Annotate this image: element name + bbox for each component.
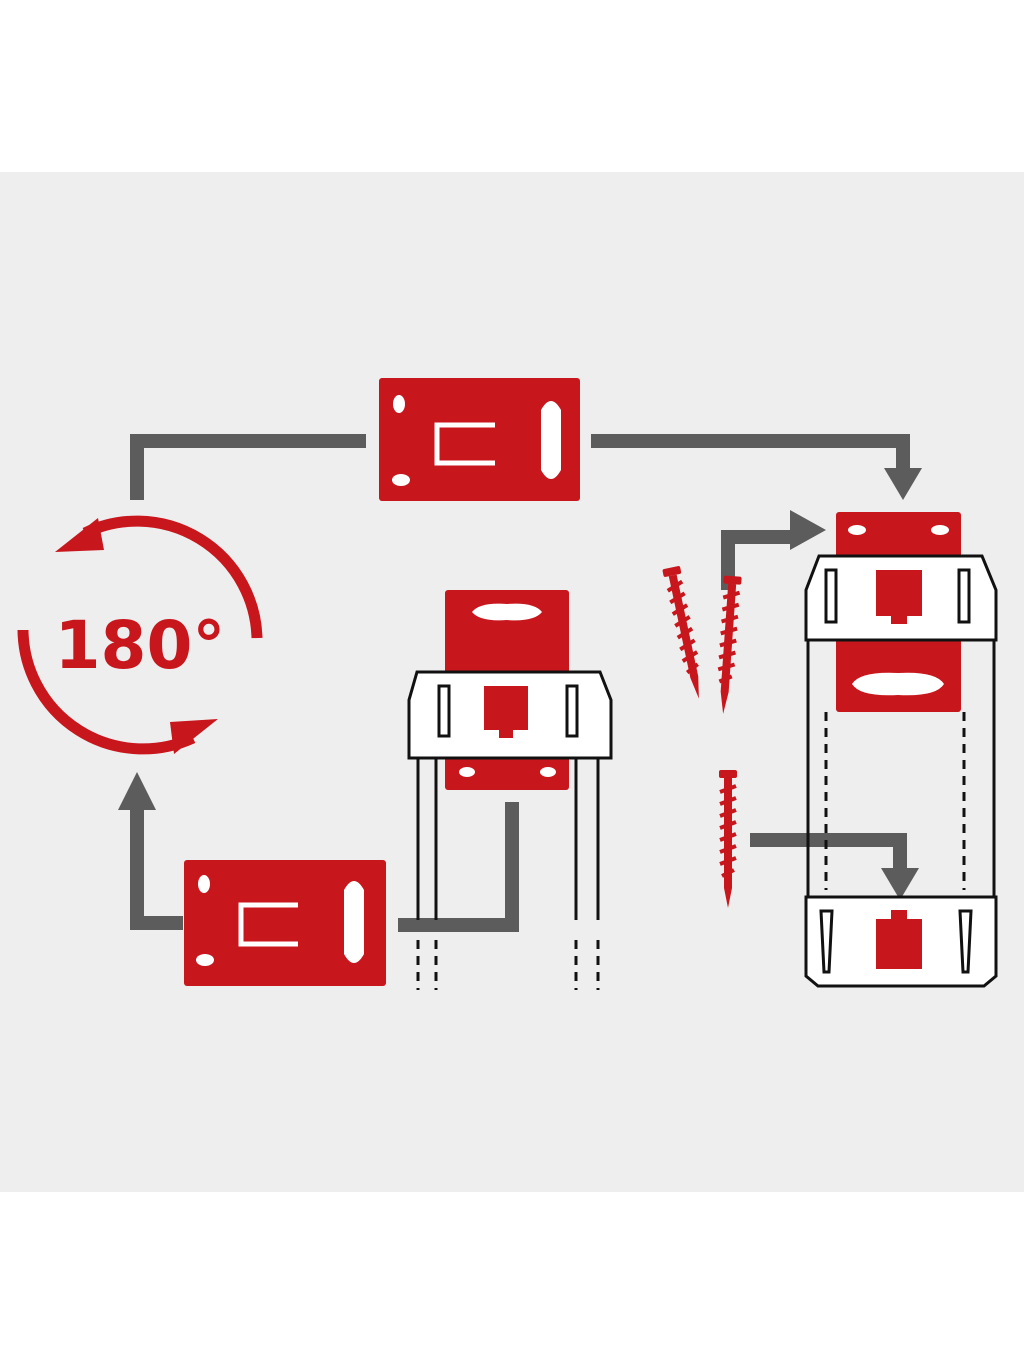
rotation-arrowhead-top bbox=[55, 518, 104, 552]
bracket-plate-top bbox=[379, 378, 580, 501]
bracket-plate-bottom bbox=[184, 860, 386, 986]
screw-icon bbox=[717, 575, 742, 714]
arrow-screw-right-connector bbox=[721, 530, 795, 590]
rotation-indicator: 180° bbox=[17, 515, 263, 755]
process-arrows bbox=[118, 434, 922, 932]
rotation-label: 180° bbox=[55, 607, 226, 684]
arrow-bracket-connector bbox=[398, 802, 519, 932]
screw-icon bbox=[719, 770, 737, 908]
arrow-down-right-top-head bbox=[884, 468, 922, 500]
arrow-up-left-head bbox=[118, 772, 156, 810]
arrow-up-left-connector bbox=[130, 808, 183, 930]
arrow-top-left-connector bbox=[130, 434, 366, 500]
box-assembly-mounted bbox=[804, 512, 998, 988]
arrow-screw-right-head bbox=[790, 510, 826, 550]
rotation-arrowhead-bottom bbox=[170, 719, 218, 754]
screw-icon bbox=[662, 566, 699, 699]
rotation-arc-top bbox=[82, 515, 263, 639]
arrow-top-right-connector bbox=[591, 434, 910, 470]
box-assembly-center bbox=[407, 590, 613, 990]
arrow-screw-down-connector bbox=[750, 833, 907, 870]
arrow-screw-down-head bbox=[881, 868, 919, 900]
screws bbox=[662, 566, 742, 908]
rotation-arc-bottom bbox=[17, 629, 196, 755]
